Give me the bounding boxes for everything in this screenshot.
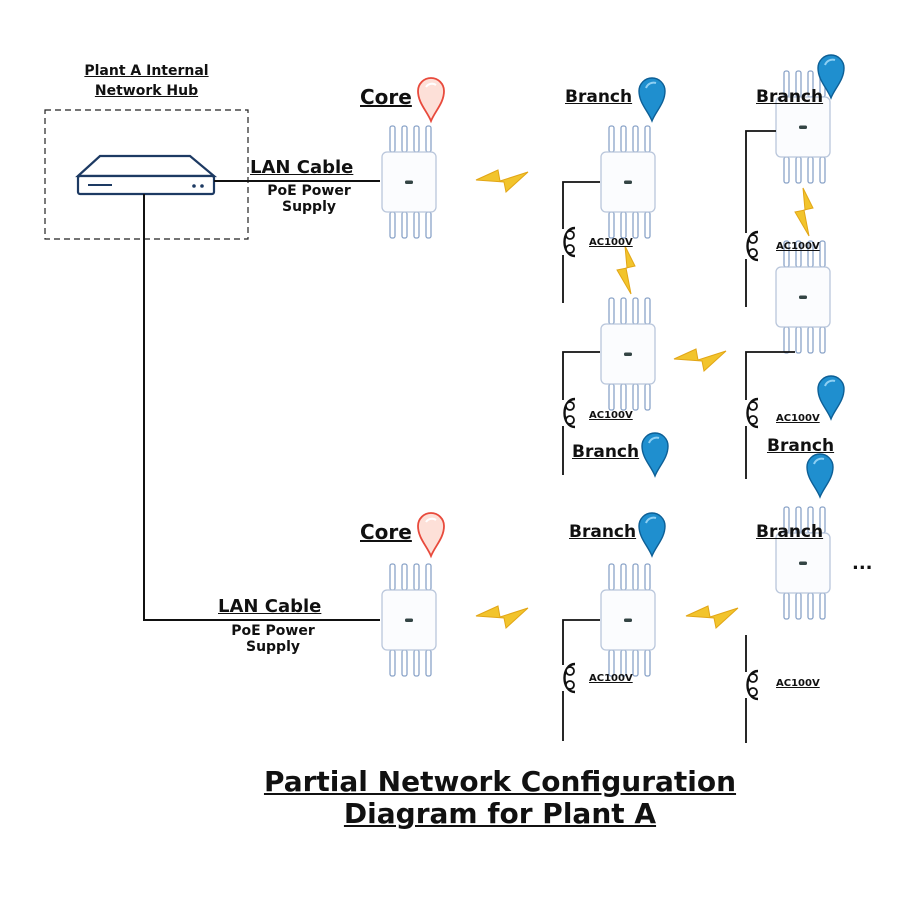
branch-ap-5	[600, 563, 656, 677]
power-plug-icon	[746, 669, 760, 701]
wireless-link-icon	[673, 348, 727, 372]
branch-label: Branch	[572, 442, 640, 462]
power-plug-icon	[563, 226, 577, 258]
power-label: AC100V	[589, 237, 633, 248]
power-lines	[562, 130, 795, 743]
poe-label-line2: Supply	[245, 639, 301, 655]
power-plug-icon	[563, 662, 577, 694]
lan-cable-2	[143, 194, 380, 621]
wireless-link-icon	[475, 605, 529, 629]
hub-label-line2: Network Hub	[94, 83, 199, 99]
branch-label: Branch	[569, 522, 637, 542]
branch-label: Branch	[767, 436, 835, 456]
hub-label-line1: Plant A Internal	[84, 63, 209, 79]
poe-label-line1: PoE Power	[231, 623, 315, 639]
poe-label-line1: PoE Power	[267, 183, 351, 199]
lan-cable-label: LAN Cable	[218, 596, 322, 617]
branch-pin-icon	[638, 77, 666, 122]
wireless-link-icon	[475, 169, 529, 193]
wireless-link-icon	[685, 605, 739, 629]
power-plug-icon	[746, 397, 760, 429]
poe-label-line2: Supply	[281, 199, 337, 215]
core-pin-icon	[417, 77, 445, 122]
branch-label: Branch	[565, 87, 633, 107]
power-label: AC100V	[776, 241, 820, 252]
branch-pin-icon	[638, 512, 666, 557]
branch-pin-icon	[817, 375, 845, 420]
power-plug-icon	[746, 230, 760, 262]
core-label: Core	[360, 520, 412, 544]
power-label: AC100V	[776, 413, 820, 424]
branch-ap-4	[775, 240, 831, 354]
branch-ap-3	[600, 297, 656, 411]
lan-cable-label: LAN Cable	[250, 157, 354, 178]
branch-label: Branch	[756, 87, 824, 107]
branch-ap-1	[600, 125, 656, 239]
wireless-link-icon	[616, 245, 636, 295]
continuation-ellipsis: ...	[852, 553, 873, 574]
diagram-title-line2: Diagram for Plant A	[343, 797, 657, 830]
core-label: Core	[360, 85, 412, 109]
power-label: AC100V	[589, 673, 633, 684]
core-pin-icon	[417, 512, 445, 557]
hub-router-icon	[75, 154, 218, 196]
branch-pin-icon	[806, 453, 834, 498]
core-ap-top	[381, 125, 437, 239]
core-ap-bottom	[381, 563, 437, 677]
branch-pin-icon	[641, 432, 669, 477]
branch-label: Branch	[756, 522, 824, 542]
wireless-link-icon	[794, 187, 814, 237]
power-label: AC100V	[589, 410, 633, 421]
power-plug-icon	[563, 397, 577, 429]
hub-boundary	[44, 109, 249, 240]
diagram-title-line1: Partial Network Configuration	[263, 765, 737, 798]
power-label: AC100V	[776, 678, 820, 689]
